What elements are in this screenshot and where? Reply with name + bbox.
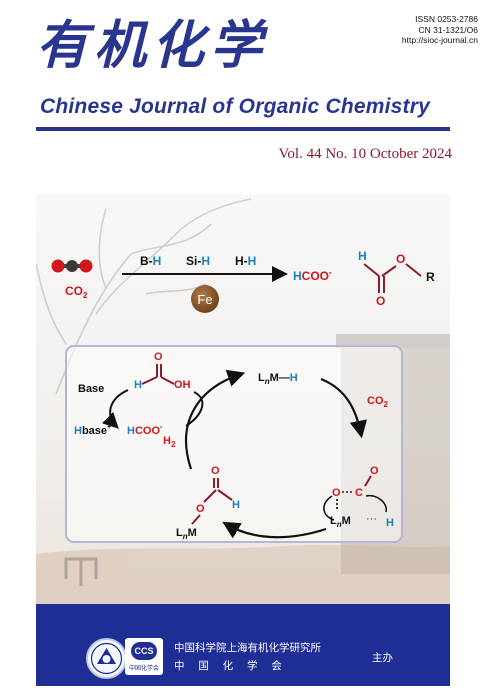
ccs-logo-caption: 中国化学会 xyxy=(128,665,159,672)
iron-catalyst-label: Fe xyxy=(197,292,212,307)
cover-artwork-svg: CO2 B-H Si-H H-H Fe HCOO- H O O R xyxy=(36,194,450,604)
insertion-transition-state: O C O LnM ··· H xyxy=(323,465,394,529)
svg-text:O: O xyxy=(332,487,341,499)
cycle-arrow-bottom xyxy=(222,521,327,539)
base-arrow xyxy=(101,389,129,429)
sponsor-org-1: 中国科学院上海有机化学研究所 xyxy=(174,642,321,654)
co2-molecule xyxy=(51,259,93,273)
reductant-borane: B-H xyxy=(140,254,161,268)
svg-text:H: H xyxy=(358,249,367,263)
sponsor-org-2: 中 国 化 学 会 xyxy=(174,660,282,672)
metal-formate-structure: O H O LnM xyxy=(176,465,240,541)
sioc-logo xyxy=(86,638,127,679)
svg-text:O: O xyxy=(196,503,205,515)
cycle-arrow-right xyxy=(320,377,368,439)
svg-text:O: O xyxy=(211,465,220,477)
formate-product: HCOO- xyxy=(293,268,332,283)
metal-hydride-label: LnM—H xyxy=(258,372,298,386)
journal-title-chinese: 有机化学 xyxy=(36,15,269,76)
sponsor-label: 主办 xyxy=(372,652,393,664)
publisher-footer: CCS 中国化学会 中国科学院上海有机化学研究所 中 国 化 学 会 主办 xyxy=(36,604,450,686)
background-ground xyxy=(36,544,450,604)
svg-text:OH: OH xyxy=(174,379,191,391)
journal-title-english: Chinese Journal of Organic Chemistry xyxy=(40,95,430,118)
svg-text:H: H xyxy=(134,379,142,391)
svg-text:O: O xyxy=(376,294,385,308)
cover-illustration: CO2 B-H Si-H H-H Fe HCOO- H O O R xyxy=(36,194,450,604)
svg-text:O: O xyxy=(396,252,405,266)
cycle-co2-label: CO2 xyxy=(367,395,389,409)
svg-text:R: R xyxy=(426,270,435,284)
svg-text:C: C xyxy=(355,487,363,499)
hbase-label: Hbase+ xyxy=(74,424,111,437)
formic-acid-structure: O H OH xyxy=(134,351,191,391)
co2-label: CO2 xyxy=(65,284,88,300)
hcoo-label: HCOO- xyxy=(127,424,163,437)
cn-text: CN 31-1321/O6 xyxy=(418,24,478,35)
svg-text:H: H xyxy=(386,517,394,529)
journal-url[interactable]: http://sioc-journal.cn xyxy=(401,35,478,45)
base-label: Base xyxy=(78,383,104,395)
issn-text: ISSN 0253-2786 xyxy=(415,14,478,24)
ccs-logo-mark: CCS xyxy=(131,642,157,660)
svg-text:O: O xyxy=(370,465,379,477)
catalytic-cycle-box xyxy=(65,345,403,543)
h2-label: H2 xyxy=(163,435,176,449)
reductant-hydrogen: H-H xyxy=(235,254,256,268)
svg-text:LnM: LnM xyxy=(176,527,197,541)
ccs-logo: CCS 中国化学会 xyxy=(125,638,163,675)
formate-ester-structure: H O O R xyxy=(358,249,435,308)
reductant-silane: Si-H xyxy=(186,254,210,268)
title-divider xyxy=(36,127,450,131)
svg-text:LnM: LnM xyxy=(330,515,351,529)
h2-arrow xyxy=(185,391,204,427)
iron-catalyst-icon xyxy=(191,285,219,313)
issn-block: ISSN 0253-2786 CN 31-1321/O6 http://sioc… xyxy=(402,14,478,46)
issue-info: Vol. 44 No. 10 October 2024 xyxy=(278,146,452,162)
cycle-arrow-left xyxy=(185,369,246,470)
svg-text:O: O xyxy=(154,351,163,363)
svg-text:H: H xyxy=(232,499,240,511)
svg-text:···: ··· xyxy=(366,513,377,525)
